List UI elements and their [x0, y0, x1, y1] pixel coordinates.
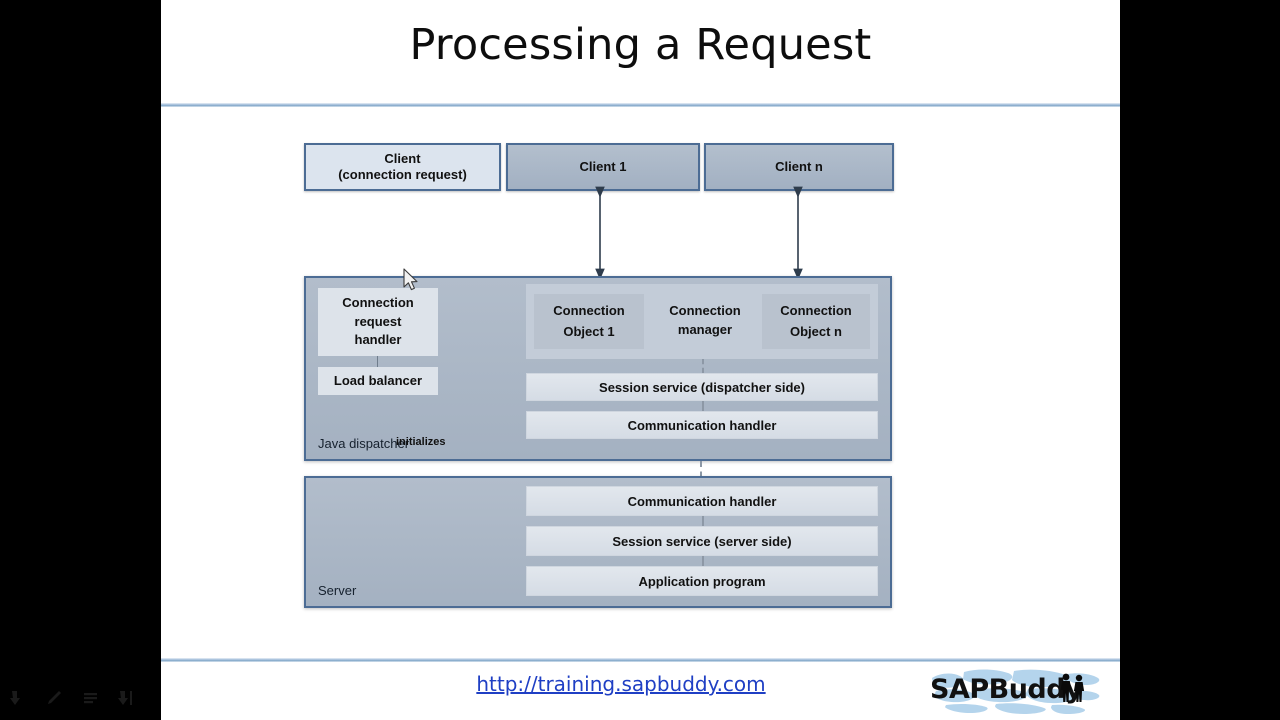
communication-handler-server-label: Communication handler — [627, 493, 777, 509]
session-service-dispatcher-bar[interactable]: Session service (dispatcher side) — [526, 373, 878, 401]
presenter-tool-4-icon[interactable] — [118, 690, 136, 706]
people-icon — [1060, 673, 1085, 702]
connection-manager-panel: Connection Object 1 Connection manager C… — [526, 284, 878, 359]
communication-handler-server-bar[interactable]: Communication handler — [526, 486, 878, 516]
letterbox-right — [1120, 0, 1280, 720]
pen-icon[interactable] — [46, 690, 64, 706]
communication-handler-dispatcher-label: Communication handler — [627, 417, 777, 433]
architecture-diagram: Client (connection request) Client 1 Cli… — [304, 143, 1034, 608]
session-service-server-bar[interactable]: Session service (server side) — [526, 526, 878, 556]
client-box-client-1[interactable]: Client 1 — [506, 143, 700, 191]
co1-line1: Connection — [553, 303, 625, 319]
java-dispatcher-label: Java dispatcher — [318, 436, 410, 451]
connection-request-handler-box[interactable]: Connection request handler — [318, 288, 438, 356]
connection-manager-label: Connection manager — [651, 302, 759, 340]
dash-connector-session-comm — [702, 401, 704, 411]
con-line1: Connection — [780, 303, 852, 319]
presenter-toolbar[interactable] — [10, 690, 136, 706]
cm-line1: Connection — [669, 303, 741, 318]
load-balancer-label: Load balancer — [333, 372, 423, 388]
connector-crh-loadbalancer — [377, 356, 378, 367]
client-box-connection-request[interactable]: Client (connection request) — [304, 143, 501, 191]
con-line2: Object n — [789, 323, 842, 339]
connection-object-n-box[interactable]: Connection Object n — [762, 294, 870, 349]
java-dispatcher-container: Java dispatcher Connection request handl… — [304, 276, 892, 461]
client-box-label: Client 1 — [579, 159, 627, 175]
application-program-label: Application program — [638, 573, 766, 589]
crh-line1: Connection — [342, 294, 414, 310]
crh-line2: request — [354, 313, 402, 329]
dash-connector-server-1 — [702, 516, 704, 528]
cm-line2: manager — [677, 321, 733, 337]
dash-connector-cm-session — [702, 359, 704, 373]
footer-divider — [161, 658, 1120, 662]
client-box-label-line2: (connection request) — [338, 167, 467, 182]
session-service-server-label: Session service (server side) — [612, 533, 792, 549]
dash-connector-server-2 — [702, 556, 704, 568]
initializes-label: initializes — [396, 436, 446, 448]
slide-canvas: Processing a Request Client (connection … — [161, 0, 1120, 720]
world-map-graphic — [932, 669, 1100, 714]
application-program-bar[interactable]: Application program — [526, 566, 878, 596]
mouse-cursor — [403, 268, 418, 291]
server-container: Server Communication handler Session ser… — [304, 476, 892, 608]
menu-icon[interactable] — [82, 690, 100, 706]
letterbox-left — [0, 0, 161, 720]
sapbuddy-logo: SAPBuddy — [926, 664, 1101, 716]
client-box-label-line1: Client — [384, 151, 421, 167]
load-balancer-box[interactable]: Load balancer — [318, 367, 438, 395]
presenter-tool-1-icon[interactable] — [10, 690, 28, 706]
title-divider — [161, 103, 1120, 107]
logo-wordmark: SAPBuddy — [930, 674, 1083, 705]
page-title: Processing a Request — [409, 20, 872, 70]
dash-connector-dispatcher-server — [700, 461, 702, 488]
client-box-label: Client n — [775, 159, 823, 175]
session-service-dispatcher-label: Session service (dispatcher side) — [599, 379, 805, 395]
co1-line2: Object 1 — [563, 323, 615, 339]
footer-url-link[interactable]: http://training.sapbuddy.com — [476, 672, 766, 696]
server-label: Server — [318, 583, 357, 598]
connection-object-1-box[interactable]: Connection Object 1 — [534, 294, 644, 349]
communication-handler-dispatcher-bar[interactable]: Communication handler — [526, 411, 878, 439]
crh-line3: handler — [354, 332, 402, 348]
